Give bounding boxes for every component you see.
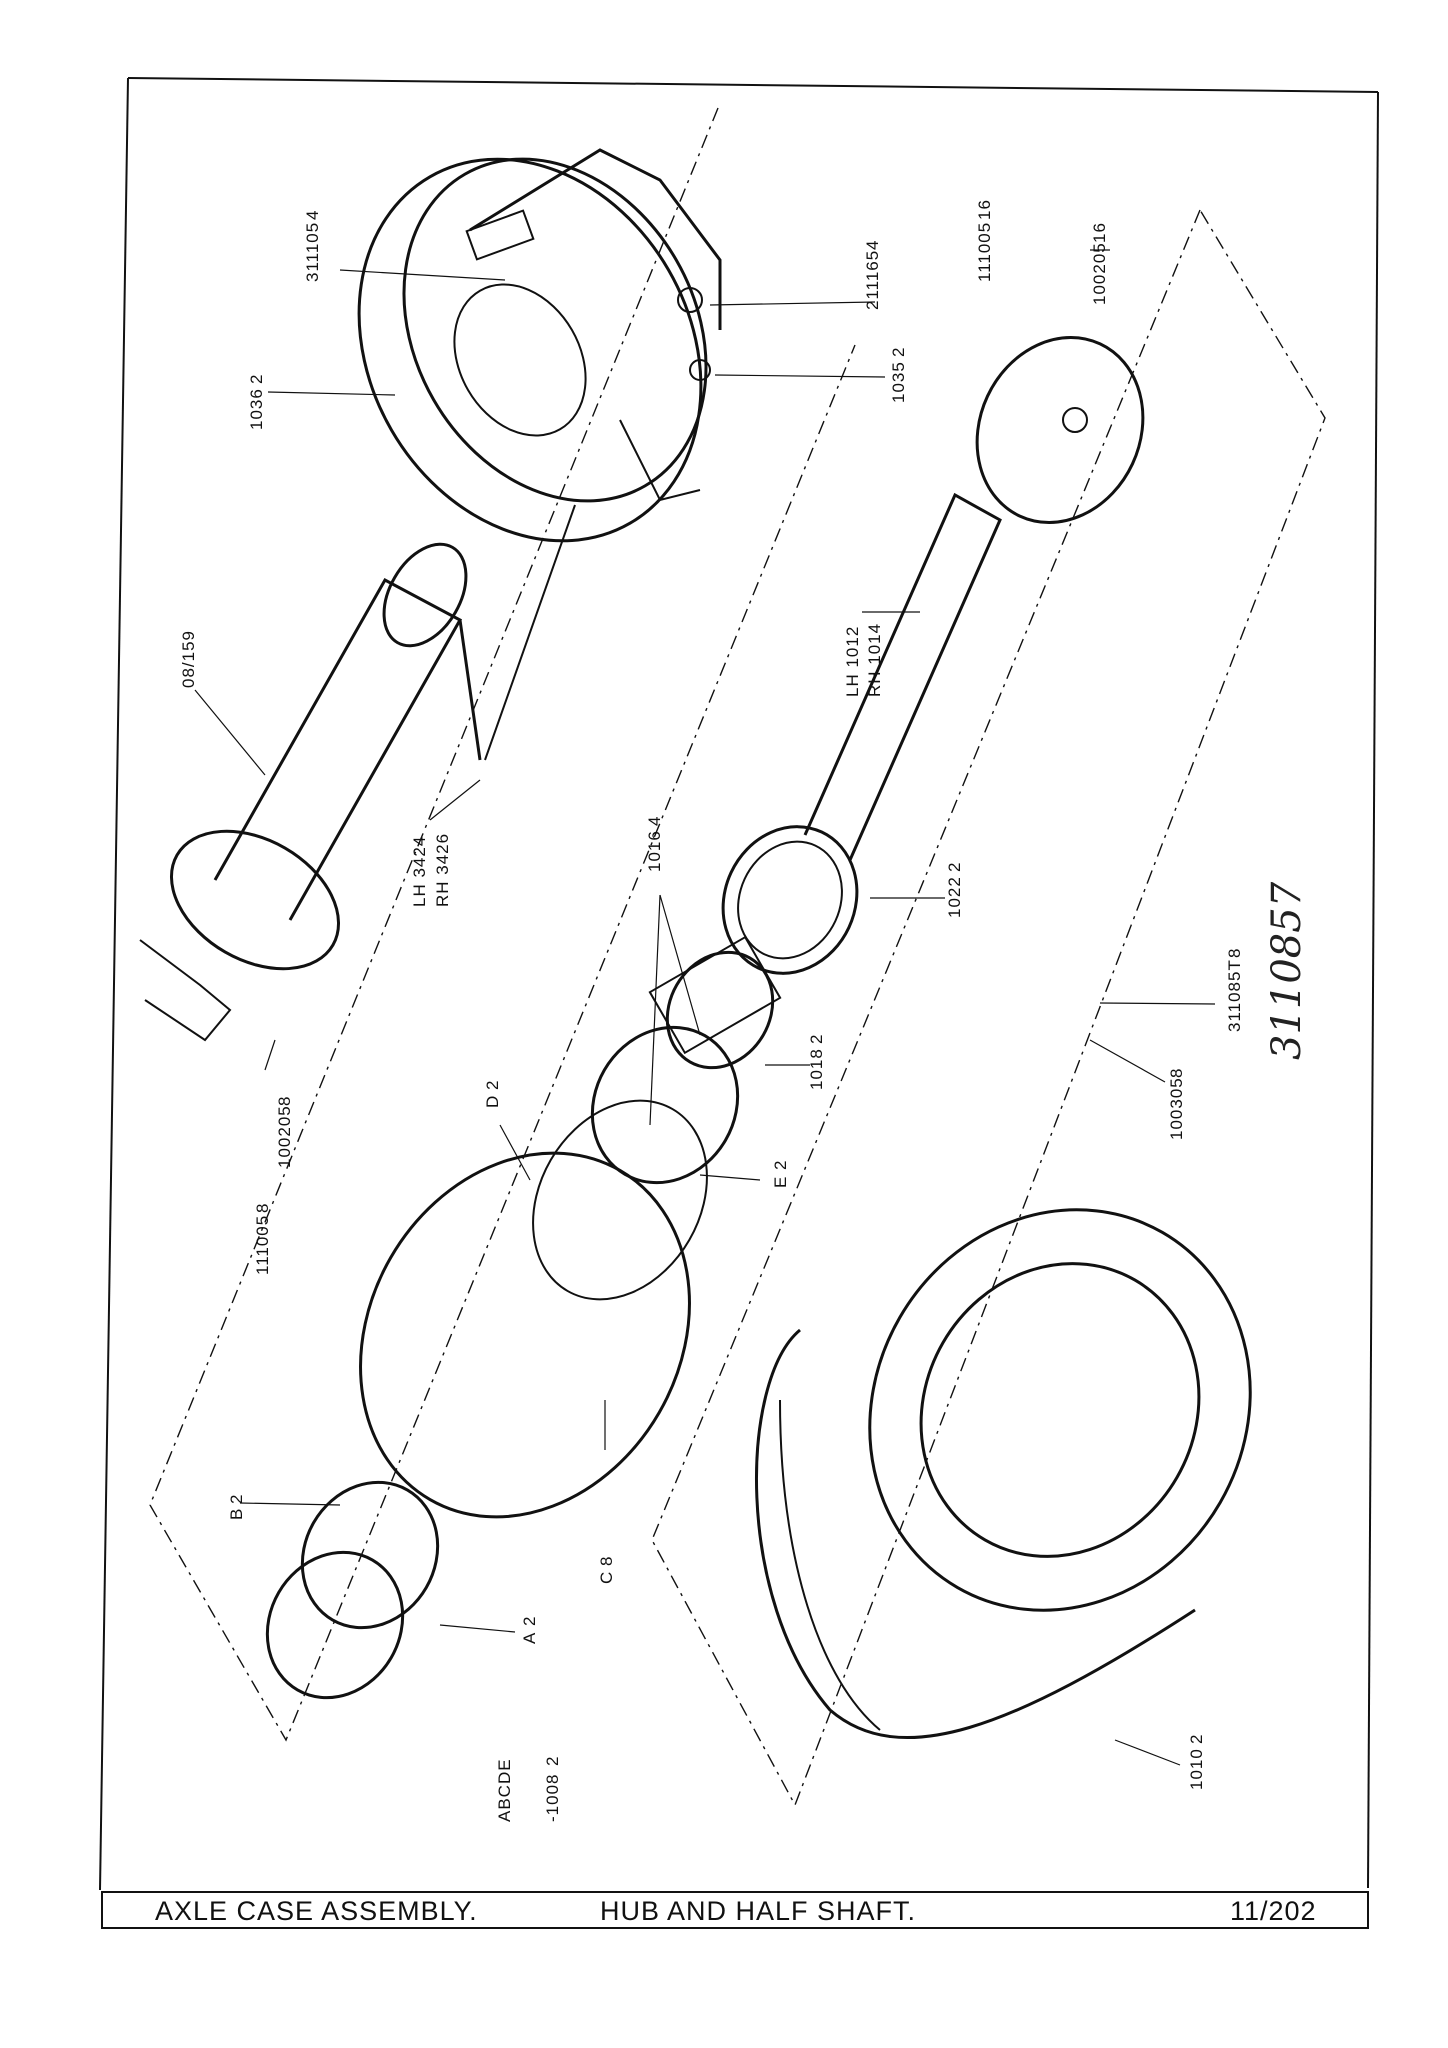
label-1008-number: -1008 (543, 1774, 562, 1822)
label-1008: -1008 2 (543, 1756, 562, 1822)
label-1016-qty: 4 (645, 816, 664, 826)
brake-assembly-drawing (357, 148, 722, 543)
label-group-letters: ABCDE (495, 1758, 514, 1822)
title-block: AXLE CASE ASSEMBLY. HUB AND HALF SHAFT. … (101, 1891, 1369, 1929)
label-d-letter: D (483, 1095, 502, 1108)
label-e: E 2 (771, 1160, 790, 1188)
label-a-qty: 2 (520, 1616, 539, 1626)
label-100205-top-qty: 16 (1090, 222, 1109, 243)
label-1010-number: 1010 (1187, 1748, 1206, 1790)
label-111005-bottom: 111005 8 (253, 1203, 272, 1275)
label-rh3426: RH 3426 (433, 833, 452, 907)
group-letters-text: ABCDE (495, 1758, 514, 1822)
label-100205-bottom-qty: 8 (275, 1096, 294, 1106)
label-100205-top-number: 100205 (1090, 242, 1109, 305)
label-100305-number: 100305 (1167, 1077, 1186, 1140)
handwritten-note-text: 3110857 (1264, 881, 1310, 1060)
label-rh3426-text: RH 3426 (433, 833, 452, 907)
label-311085t: 311085T 8 (1225, 948, 1244, 1032)
label-b-qty: 2 (227, 1494, 246, 1504)
part-labels: 311105 4 1036 2 211165 4 1035 2 111005 1… (179, 199, 1244, 1822)
label-1036-qty: 2 (247, 374, 266, 384)
label-311105-qty: 4 (303, 210, 322, 220)
label-1008-qty: 2 (543, 1756, 562, 1766)
label-1035-qty: 2 (889, 347, 908, 357)
label-111005-top-number: 111005 (975, 222, 994, 282)
label-08159-number: 08/159 (179, 630, 198, 688)
label-311105: 311105 4 (303, 210, 322, 282)
label-rh1014-text: RH 1014 (865, 623, 884, 697)
label-100305: 100305 8 (1167, 1068, 1186, 1140)
label-b-letter: B (227, 1508, 246, 1520)
label-lh3424: LH 3424 (410, 836, 429, 907)
half-shaft-drawing (721, 336, 1145, 975)
label-c: C 8 (597, 1556, 616, 1584)
label-100205-top: 100205 16 (1090, 222, 1109, 305)
label-e-letter: E (771, 1176, 790, 1188)
label-e-qty: 2 (771, 1160, 790, 1170)
label-111005-top-qty: 16 (975, 199, 994, 220)
label-100305-qty: 8 (1167, 1068, 1186, 1078)
leader-lines (194, 249, 1216, 1766)
label-b: B 2 (227, 1494, 246, 1520)
label-08159: 08/159 (179, 630, 198, 688)
label-1022: 1022 2 (945, 862, 964, 918)
label-rh1014: RH 1014 (865, 623, 884, 697)
exploded-view-borders (149, 107, 1326, 1807)
handwritten-note: 3110857 (1264, 881, 1310, 1060)
drawing-frame (99, 77, 1379, 1891)
label-c-qty: 8 (597, 1556, 616, 1566)
label-d: D 2 (483, 1080, 502, 1108)
label-100205-bottom-number: 100205 (275, 1105, 294, 1168)
label-lh3424-text: LH 3424 (410, 836, 429, 907)
label-d-qty: 2 (483, 1080, 502, 1090)
label-111005-top: 111005 16 (975, 199, 994, 282)
label-1036: 1036 2 (247, 374, 266, 430)
label-a-letter: A (520, 1632, 539, 1644)
label-311085t-number: 311085T (1225, 959, 1244, 1032)
label-a: A 2 (520, 1616, 539, 1644)
label-311105-number: 311105 (303, 222, 322, 282)
label-1010: 1010 2 (1187, 1734, 1206, 1790)
label-1016-number: 1016 (645, 830, 664, 872)
page-number: 11/202 (1230, 1896, 1317, 1926)
label-1018-number: 1018 (807, 1048, 826, 1090)
label-1010-qty: 2 (1187, 1734, 1206, 1744)
label-c-letter: C (597, 1571, 616, 1584)
label-111005-bottom-qty: 8 (253, 1203, 272, 1213)
label-211165: 211165 4 (863, 240, 882, 310)
subtitle-text: HUB AND HALF SHAFT. (600, 1896, 916, 1926)
title-text: AXLE CASE ASSEMBLY. (155, 1896, 478, 1926)
label-1018-qty: 2 (807, 1034, 826, 1044)
label-lh1012: LH 1012 (843, 626, 862, 697)
label-1016: 1016 4 (645, 816, 664, 872)
brake-drum-drawing (754, 1208, 1252, 1739)
axle-case-drawing (139, 504, 576, 1042)
label-lh1012-text: LH 1012 (843, 626, 862, 697)
label-1035-number: 1035 (889, 361, 908, 403)
label-211165-number: 211165 (863, 250, 882, 310)
hub-drawing (265, 935, 782, 1700)
label-311085t-qty: 8 (1225, 948, 1244, 958)
label-1018: 1018 2 (807, 1034, 826, 1090)
label-111005-bottom-number: 111005 (253, 1215, 272, 1275)
label-1036-number: 1036 (247, 388, 266, 430)
label-1022-number: 1022 (945, 876, 964, 918)
label-1022-qty: 2 (945, 862, 964, 872)
label-100205-bottom: 100205 8 (275, 1096, 294, 1168)
label-1035: 1035 2 (889, 347, 908, 403)
label-211165-qty: 4 (863, 240, 882, 250)
